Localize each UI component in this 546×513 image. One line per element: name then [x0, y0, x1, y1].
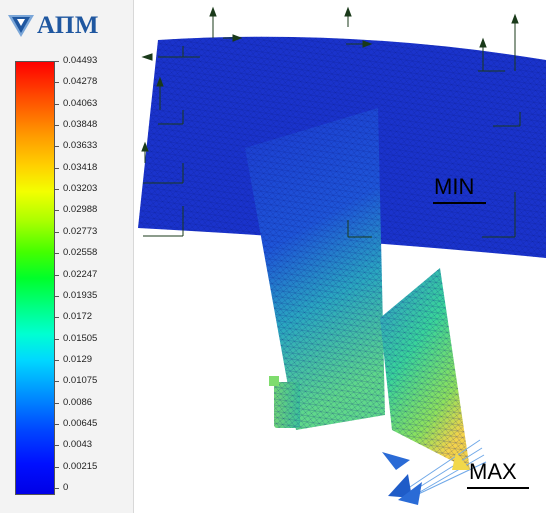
legend-tick	[54, 466, 59, 468]
legend-tick	[54, 189, 59, 191]
constraint-markers	[141, 6, 521, 238]
legend-value-label: 0.03848	[63, 119, 98, 131]
apm-logo-icon	[8, 15, 34, 37]
load-arrows	[382, 439, 487, 505]
legend-value-label: 0.0129	[63, 353, 93, 365]
legend-tick	[54, 359, 59, 361]
legend-value-label: 0.03633	[63, 140, 98, 152]
bolt[interactable]	[269, 376, 300, 428]
legend-value-label: 0.01935	[63, 289, 98, 301]
legend-value-label: 0.04493	[63, 55, 98, 66]
legend-tick	[54, 210, 59, 212]
max-label: MAX	[469, 459, 517, 484]
legend-value-label: 0.01505	[63, 332, 98, 344]
legend-value-label: 0.01075	[63, 375, 98, 387]
legend-tick	[54, 338, 59, 340]
legend-tick	[54, 274, 59, 276]
legend-value-label: 0.04278	[63, 76, 98, 88]
legend-tick	[54, 445, 59, 447]
legend-tick	[54, 253, 59, 255]
legend-tick	[54, 402, 59, 404]
legend-value-label: 0.02247	[63, 268, 98, 280]
min-label: MIN	[434, 174, 475, 199]
legend-tick	[54, 61, 59, 62]
legend-tick	[54, 317, 59, 319]
stiffener-fin[interactable]	[380, 268, 470, 470]
legend-value-label: 0	[63, 482, 69, 493]
gusset-plate[interactable]	[245, 108, 385, 430]
color-scale-bar	[15, 61, 55, 495]
logo-text: АПМ	[37, 12, 99, 39]
legend-tick	[54, 167, 59, 169]
legend-value-label: 0.02773	[63, 225, 98, 237]
max-underline	[467, 487, 529, 489]
legend-tick	[54, 423, 59, 425]
legend-value-label: 0.03203	[63, 183, 98, 195]
legend-tick	[54, 231, 59, 233]
legend-value-label: 0.0086	[63, 396, 93, 408]
legend-panel: АПМ 0.04493 0.04278 0.04063 0.03848 0.03633 0…	[0, 0, 134, 513]
legend-tick	[54, 146, 59, 148]
legend-value-label: 0.0172	[63, 311, 93, 323]
legend-value-label: 0.00645	[63, 417, 98, 429]
legend-tick	[54, 125, 59, 127]
legend-value-label: 0.03418	[63, 161, 98, 173]
legend-tick	[54, 488, 59, 489]
legend-tick	[54, 82, 59, 84]
plate-notch	[383, 262, 437, 310]
legend-value-label: 0.04063	[63, 97, 98, 109]
legend-tick	[54, 381, 59, 383]
legend-value-label: 0.02988	[63, 204, 98, 216]
legend-tick	[54, 295, 59, 297]
logo: АПМ	[8, 12, 99, 39]
legend-value-label: 0.02558	[63, 247, 98, 259]
legend-value-label: 0.0043	[63, 439, 93, 451]
legend-tick	[54, 103, 59, 105]
legend-value-label: 0.00215	[63, 460, 98, 472]
min-underline	[433, 202, 486, 204]
max-stress-tip	[452, 452, 470, 470]
